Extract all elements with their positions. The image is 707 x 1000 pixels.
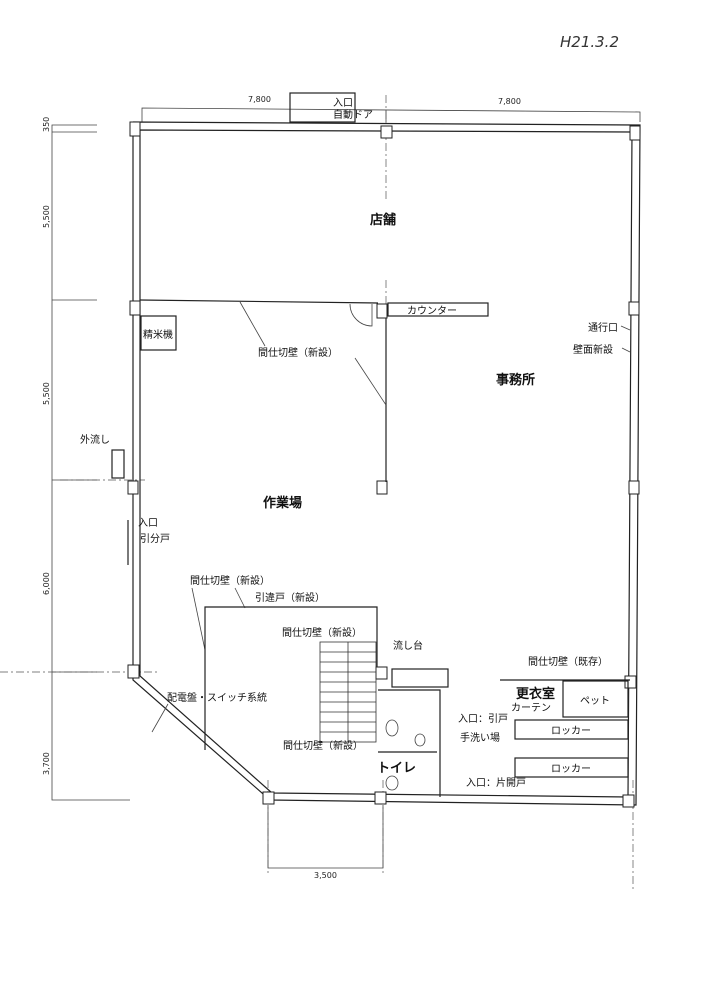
curtain-label: カーテン <box>511 702 551 714</box>
leader-line <box>620 325 631 353</box>
passage-label: 通行口 <box>588 321 618 334</box>
door-swing <box>349 303 373 327</box>
store-partition <box>139 299 379 304</box>
outdoor-sink-label: 外流し <box>80 433 110 446</box>
locker-2 <box>514 757 629 778</box>
room-office: 事務所 <box>496 372 535 388</box>
partition-new-label-2: 間仕切壁（新設） <box>190 574 270 587</box>
room-changing: 更衣室 <box>516 686 555 702</box>
stairs <box>319 641 377 743</box>
rice-mill <box>140 315 177 351</box>
leader-line <box>191 587 206 651</box>
locker-2-label: ロッカー <box>551 763 591 775</box>
dim-bottom: 3,500 <box>314 871 337 880</box>
columns <box>127 121 641 808</box>
partition-new-label-4: 間仕切壁（新設） <box>283 739 363 752</box>
entrance-sliding-label: 入口：引戸 <box>458 713 508 725</box>
room-store: 店舗 <box>370 212 396 228</box>
double-sliding-door-label: 引分戸 <box>140 533 170 545</box>
wash-area-label: 手洗い場 <box>460 731 500 744</box>
partition-new-label-1: 間仕切壁（新設） <box>258 346 338 359</box>
dim-left-1: 350 <box>42 117 51 132</box>
dim-left-4: 6,000 <box>42 572 51 595</box>
entrance-hinged-label: 入口：片開戸 <box>466 776 526 789</box>
entrance-label: 入口 <box>333 98 353 109</box>
outdoor-sink <box>111 449 125 479</box>
wash-basin-icon <box>414 733 426 747</box>
toilet-icon <box>385 775 399 791</box>
auto-door-label: 自動ドア <box>333 108 373 121</box>
partition-new-label-3: 間仕切壁（新設） <box>282 626 362 639</box>
rice-mill-label: 精米機 <box>143 328 173 341</box>
dimension-lines <box>51 107 641 869</box>
dim-top-left: 7,800 <box>248 95 271 104</box>
leader-line <box>151 703 169 733</box>
sink-label: 流し台 <box>393 639 423 652</box>
dim-left-5: 3,700 <box>42 752 51 775</box>
grid-lines <box>0 95 634 890</box>
entrance-vestibule <box>289 92 356 123</box>
room-toilet: トイレ <box>377 761 416 776</box>
pet-area <box>562 680 629 718</box>
leader-line <box>234 587 246 609</box>
pet-label: ペット <box>580 696 610 707</box>
counter-label: カウンター <box>407 305 457 317</box>
room-workshop: 作業場 <box>263 495 302 511</box>
date-note: H21.3.2 <box>560 33 619 51</box>
room-walls <box>204 606 378 750</box>
exterior-walls <box>132 121 641 806</box>
sink <box>391 668 449 688</box>
sliding-door-new-label: 引違戸（新設） <box>255 591 325 604</box>
leader-line <box>354 357 387 406</box>
locker-1 <box>514 719 629 740</box>
dim-top-right: 7,800 <box>498 97 521 106</box>
toilet-walls <box>378 689 441 797</box>
counter <box>387 302 489 317</box>
toilet-icon <box>385 719 399 737</box>
dim-left-2: 5,500 <box>42 205 51 228</box>
locker-1-label: ロッカー <box>551 725 591 737</box>
partition-existing-label: 間仕切壁（既存） <box>528 655 608 668</box>
new-wall-label: 壁面新設 <box>573 343 613 356</box>
dim-left-3: 5,500 <box>42 382 51 405</box>
leader-line <box>239 301 266 347</box>
entrance-2-label: 入口 <box>138 518 158 529</box>
panel-label: 配電盤・スイッチ系統 <box>167 691 267 704</box>
